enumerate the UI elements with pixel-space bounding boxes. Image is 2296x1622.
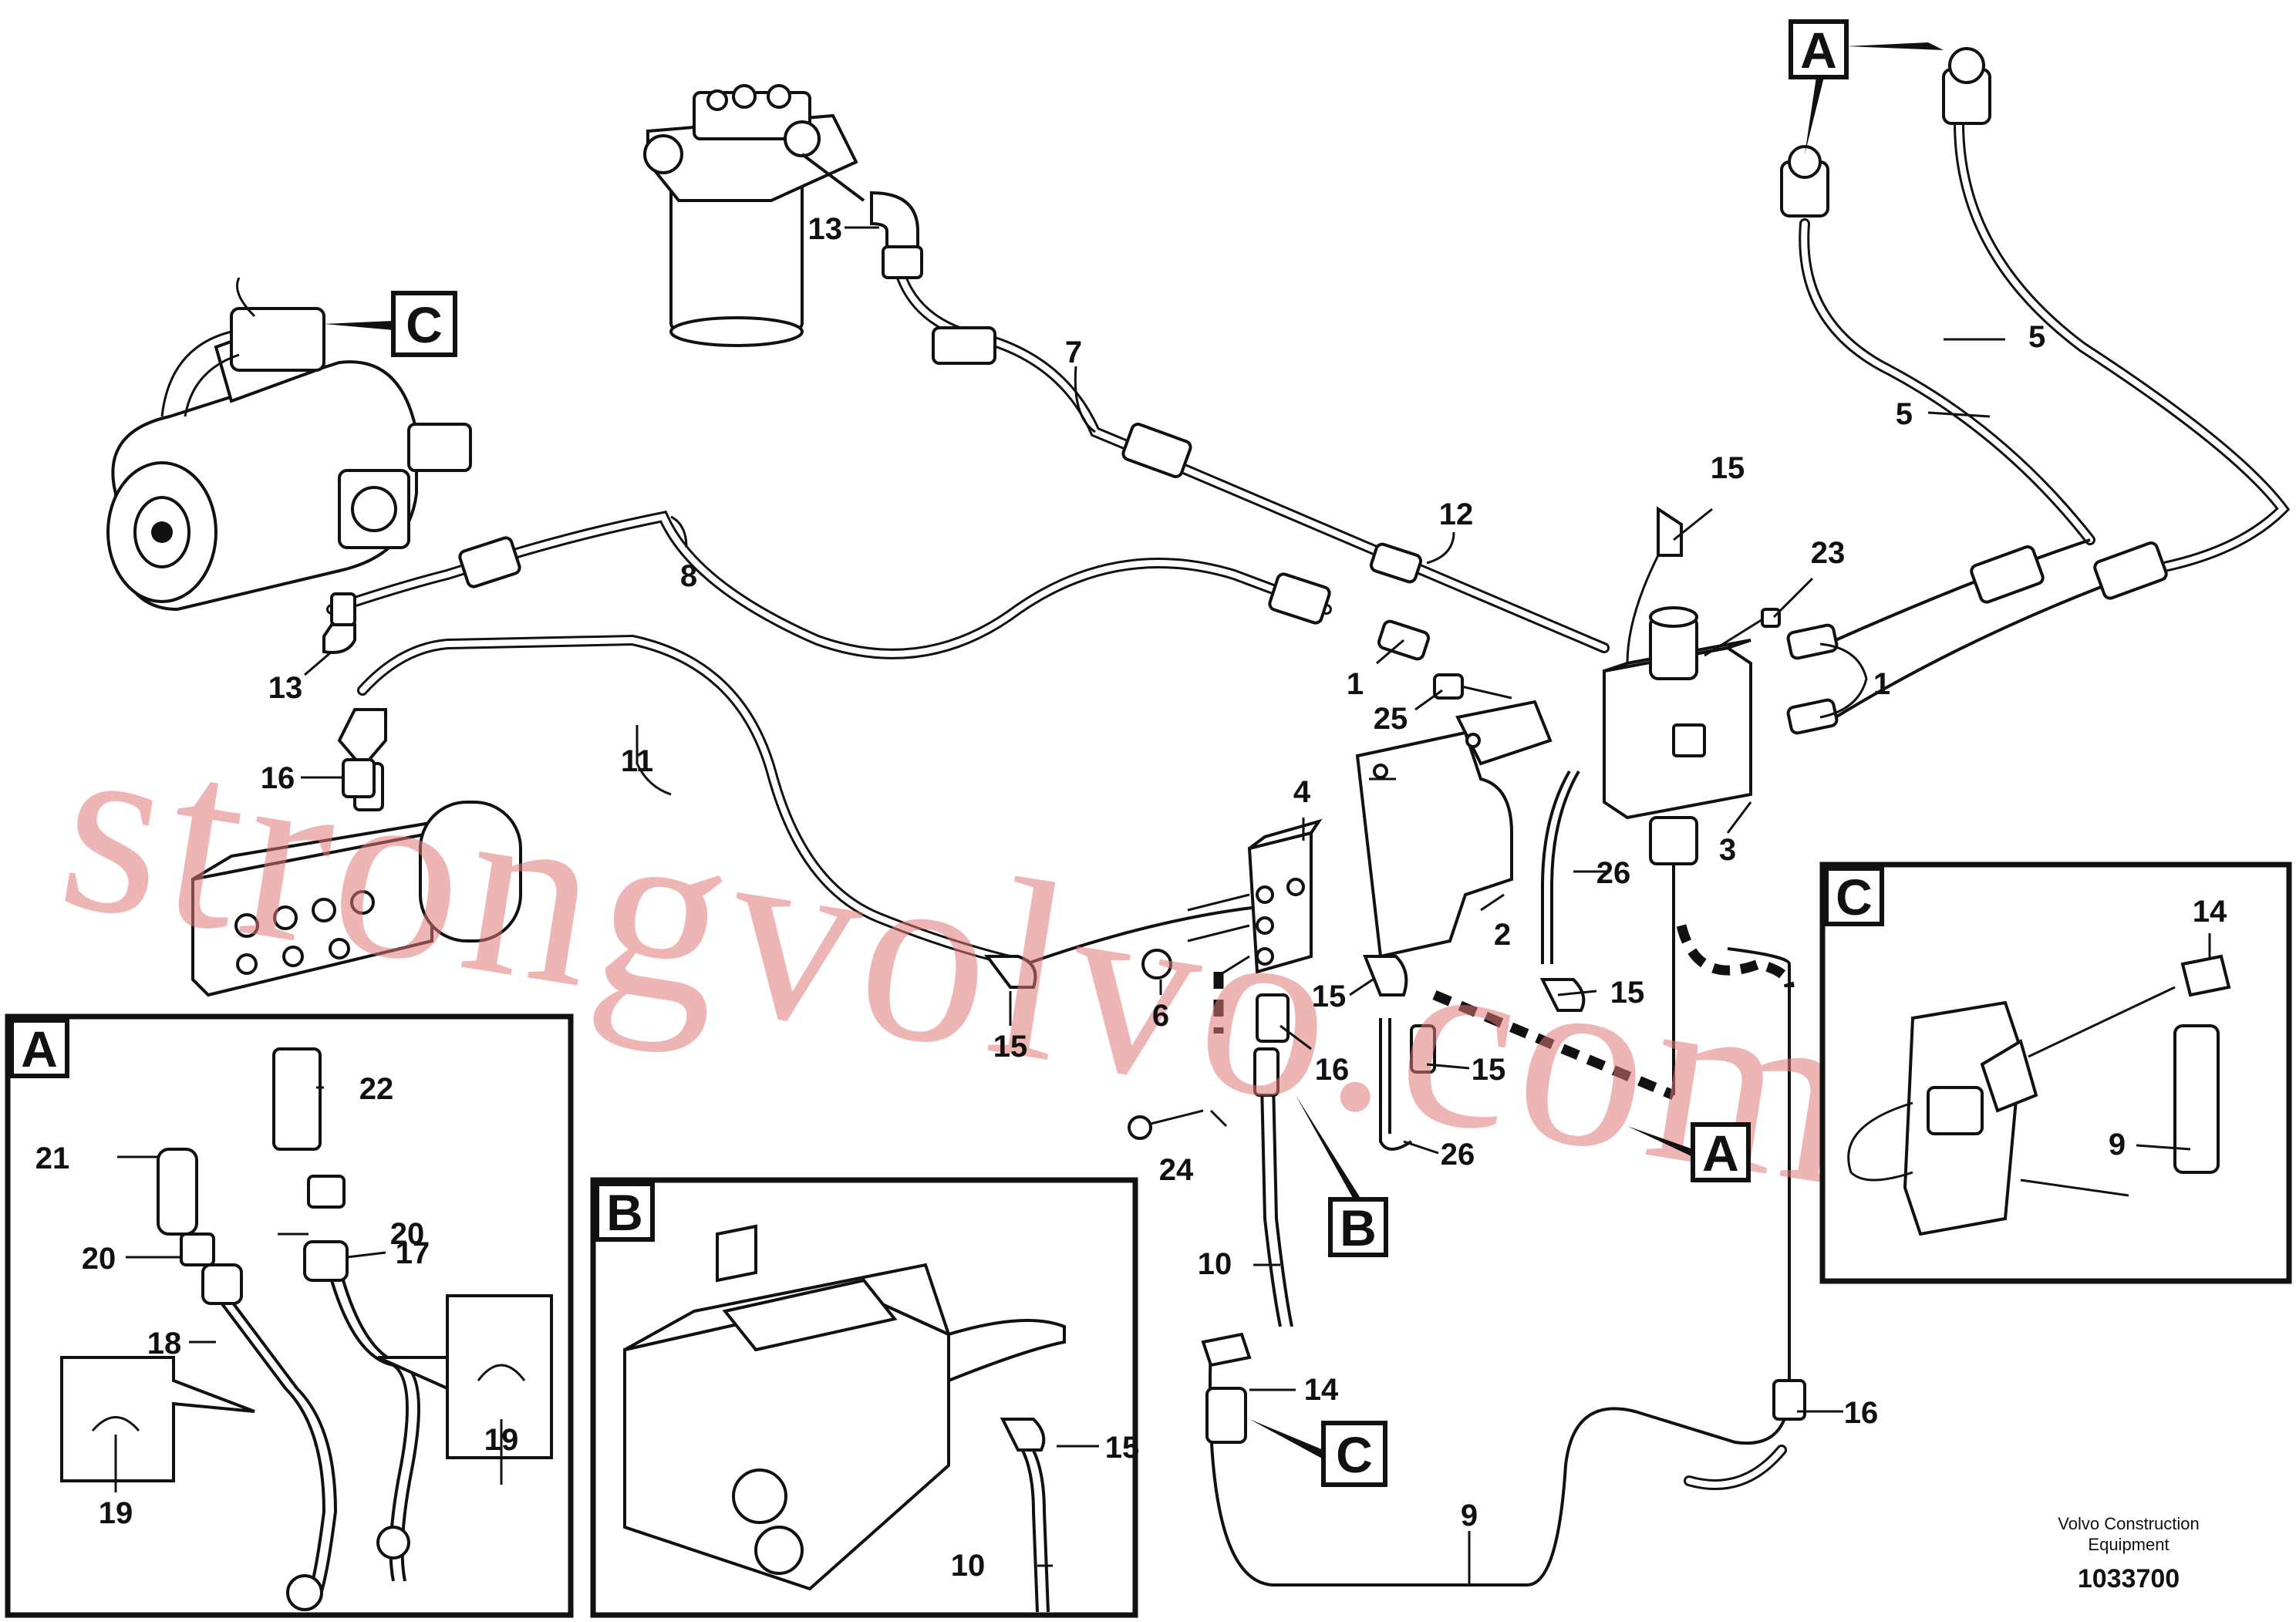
label-20-left: 20 — [82, 1242, 116, 1276]
part-labels: 13 7 5 5 15 12 23 8 1 1 13 25 11 16 4 3 … — [35, 212, 2227, 1583]
detail-b-frame: B — [590, 1177, 1138, 1618]
label-24: 24 — [1159, 1153, 1194, 1187]
svg-text:C: C — [406, 296, 443, 353]
control-valve-3 — [1603, 555, 1752, 865]
label-20-right: 20 — [390, 1217, 425, 1251]
label-9-main: 9 — [1461, 1499, 1478, 1533]
label-5-upper: 5 — [2028, 320, 2045, 354]
pump-assembly — [106, 277, 472, 612]
label-14-detail: 14 — [2193, 895, 2227, 929]
label-15-e: 15 — [1105, 1431, 1140, 1465]
label-22: 22 — [359, 1072, 394, 1106]
hose-9 — [1209, 947, 1791, 1587]
label-18: 18 — [147, 1327, 182, 1361]
filter-assembly — [643, 84, 858, 347]
tube-10 — [1253, 1047, 1293, 1327]
hose-5 — [1780, 47, 2291, 719]
tag-c-bottom: C — [1249, 1419, 1387, 1487]
detail-c-letter: C — [1836, 868, 1873, 926]
manifold-4 — [1187, 818, 1323, 977]
tube-26 — [1379, 770, 1580, 1151]
label-1-left: 1 — [1347, 667, 1364, 701]
drawing-number: 1033700 — [2078, 1564, 2180, 1593]
label-21: 21 — [35, 1141, 70, 1175]
manufacturer-line-1: Volvo Construction — [2058, 1514, 2199, 1533]
label-15-top: 15 — [1711, 451, 1745, 485]
tag-a-main: A — [1627, 1122, 1751, 1182]
label-15-b: 15 — [1312, 980, 1347, 1013]
label-9-detail: 9 — [2109, 1128, 2126, 1162]
label-5-lower: 5 — [1896, 397, 1913, 431]
label-10-detail: 10 — [951, 1549, 986, 1583]
hose-7 — [889, 241, 1610, 653]
label-26-lower: 26 — [1441, 1138, 1475, 1172]
svg-text:C: C — [1336, 1426, 1373, 1483]
label-1-right: 1 — [1873, 667, 1890, 701]
bracket-2 — [1355, 700, 1553, 959]
label-14-main: 14 — [1304, 1373, 1339, 1407]
tag-b-main: B — [1296, 1095, 1388, 1257]
tag-a-top: A — [1789, 19, 1944, 154]
leader-lines — [114, 226, 2211, 1585]
label-19-left: 19 — [99, 1496, 133, 1530]
routing-dash-2 — [1432, 990, 1676, 1100]
label-15-c: 15 — [1610, 976, 1645, 1010]
svg-text:A: A — [1702, 1125, 1739, 1182]
manufacturer-line-2: Equipment — [2088, 1535, 2169, 1554]
detail-b-letter: B — [606, 1184, 643, 1241]
label-3: 3 — [1719, 833, 1736, 867]
label-16-left: 16 — [261, 761, 295, 795]
label-13-top: 13 — [808, 212, 843, 246]
detail-a-frame: A — [5, 1013, 574, 1618]
svg-text:A: A — [1800, 22, 1837, 79]
label-4: 4 — [1293, 775, 1311, 809]
label-17: 17 — [396, 1236, 430, 1270]
label-23: 23 — [1811, 536, 1846, 570]
svg-text:B: B — [1340, 1199, 1377, 1256]
elbow-13-top — [801, 153, 923, 279]
detail-c-frame: C — [1819, 862, 2292, 1284]
label-2: 2 — [1494, 918, 1511, 952]
hose-11 — [357, 634, 1266, 969]
label-26-upper: 26 — [1596, 856, 1631, 890]
label-15-d: 15 — [1472, 1053, 1506, 1087]
label-6: 6 — [1152, 999, 1169, 1033]
label-13-left: 13 — [268, 671, 303, 705]
label-8: 8 — [680, 559, 697, 593]
detail-a-letter: A — [21, 1020, 58, 1077]
label-11: 11 — [621, 744, 653, 778]
tag-c-pump: C — [324, 291, 457, 357]
label-16-mid: 16 — [1315, 1053, 1350, 1087]
label-10-main: 10 — [1198, 1247, 1232, 1281]
hose-8 — [326, 511, 1332, 659]
drawing-footer: Volvo Construction Equipment 1033700 — [2058, 1514, 2199, 1593]
label-12: 12 — [1439, 497, 1474, 531]
label-25: 25 — [1374, 702, 1408, 736]
label-7: 7 — [1065, 336, 1082, 369]
elbow-13-left — [322, 592, 356, 654]
label-19-right: 19 — [484, 1423, 519, 1457]
label-16-right: 16 — [1844, 1396, 1879, 1430]
routing-dash-1 — [1676, 924, 1795, 988]
valve-block — [191, 708, 522, 997]
label-15-a: 15 — [993, 1030, 1028, 1064]
